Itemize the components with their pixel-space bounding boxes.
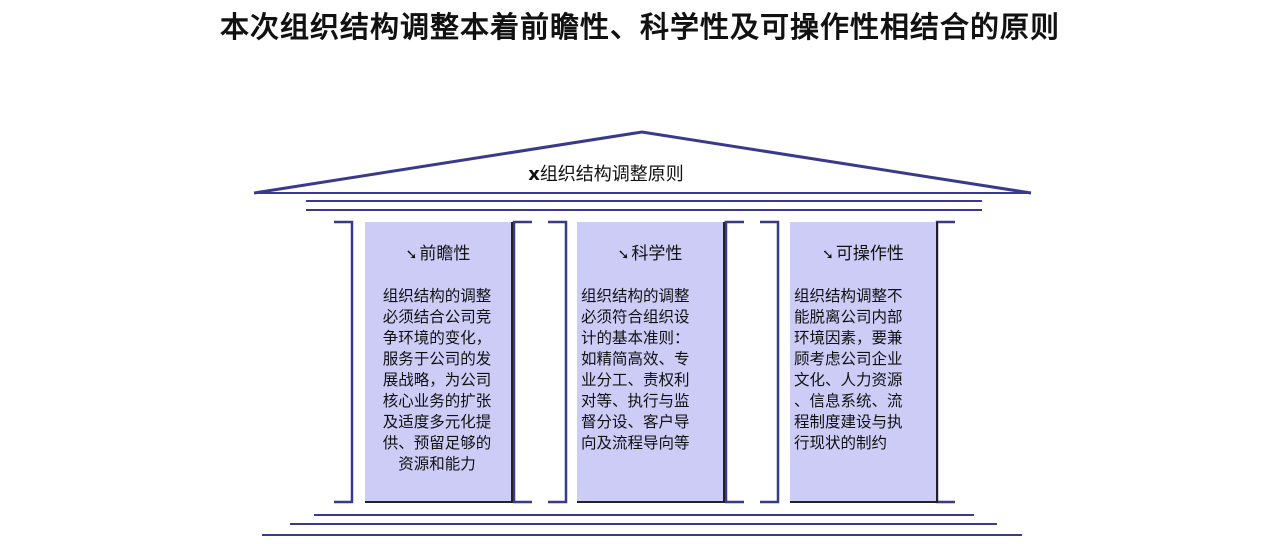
pillar-heading: ➘可操作性 bbox=[790, 239, 936, 264]
pillar-heading-text: 前瞻性 bbox=[419, 244, 471, 264]
arrow-icon: ➘ bbox=[822, 247, 834, 263]
roof-marker: x bbox=[528, 164, 540, 185]
arrow-icon: ➘ bbox=[617, 247, 630, 263]
bracket bbox=[512, 220, 532, 504]
bracket bbox=[935, 220, 955, 504]
pillar-text: 组织结构的调整 必须符合组织设 计的基本准则： 如精简高效、专 业分工、责权利 … bbox=[581, 287, 690, 452]
bracket bbox=[548, 220, 568, 504]
roof-label: x组织结构调整原则 bbox=[456, 160, 756, 186]
pillar-heading-text: 科学性 bbox=[631, 244, 683, 264]
pillar-foresight: ➘前瞻性 组织结构的调整 必须结合公司竞 争环境的变化， 服务于公司的发 展战略… bbox=[365, 222, 513, 503]
pillar-heading: ➘科学性 bbox=[577, 239, 723, 264]
bracket bbox=[760, 220, 780, 504]
roof-label-text: 组织结构调整原则 bbox=[539, 164, 684, 185]
pillar-text: 组织结构调整不 能脱离公司内部 环境因素，要兼 顾考虑公司企业 文化、人力资源 … bbox=[794, 287, 903, 452]
pillar-heading: ➘前瞻性 bbox=[365, 239, 511, 264]
pillar-text: 组织结构的调整 必须结合公司竞 争环境的变化， 服务于公司的发 展战略，为公司 … bbox=[382, 287, 492, 473]
bracket bbox=[334, 220, 354, 504]
pillar-operability: ➘可操作性 组织结构调整不 能脱离公司内部 环境因素，要兼 顾考虑公司企业 文化… bbox=[790, 222, 938, 503]
bracket bbox=[724, 220, 744, 504]
page-title: 本次组织结构调整本着前瞻性、科学性及可操作性相结合的原则 bbox=[219, 10, 1060, 44]
arrow-icon: ➘ bbox=[405, 247, 418, 263]
pillar-scientific: ➘科学性 组织结构的调整 必须符合组织设 计的基本准则： 如精简高效、专 业分工… bbox=[577, 222, 725, 503]
roof-outline bbox=[253, 130, 1032, 195]
pillar-heading-text: 可操作性 bbox=[835, 244, 904, 264]
